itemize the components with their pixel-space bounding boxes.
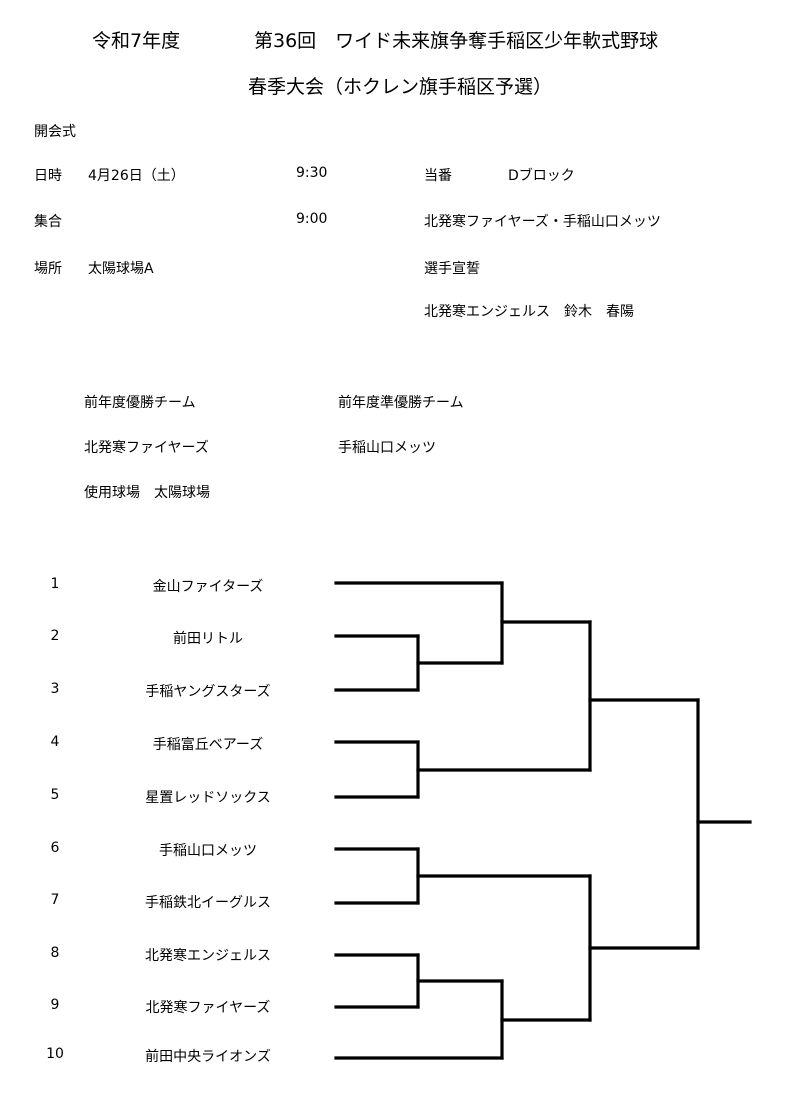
- date-label: 日時: [34, 168, 62, 184]
- seed-number: 3: [50, 681, 60, 697]
- team-name: 手稲ヤングスターズ: [145, 684, 271, 700]
- team-name: 前田リトル: [173, 631, 243, 647]
- seed-number: 5: [50, 787, 60, 803]
- team-name: 星置レッドソックス: [145, 790, 271, 806]
- team-name: 手稲山口メッツ: [159, 843, 257, 859]
- champion-team: 北発寒ファイヤーズ: [84, 440, 209, 456]
- team-name: 金山ファイターズ: [152, 579, 264, 595]
- ceremony-time: 9:30: [296, 165, 328, 181]
- duty-teams: 北発寒ファイヤーズ・手稲山口メッツ: [424, 214, 661, 230]
- gather-time: 9:00: [296, 211, 328, 227]
- oath-label: 選手宣誓: [424, 261, 480, 277]
- team-name: 前田中央ライオンズ: [145, 1049, 271, 1065]
- seed-number: 1: [50, 576, 60, 592]
- seed-number: 9: [50, 997, 60, 1013]
- seed-number: 7: [50, 892, 60, 908]
- runnerup-team: 手稲山口メッツ: [338, 440, 436, 456]
- duty-value: Dブロック: [508, 168, 575, 184]
- runnerup-label: 前年度準優勝チーム: [338, 395, 464, 411]
- seed-number: 8: [50, 945, 60, 961]
- stadium-info: 使用球場 太陽球場: [84, 485, 210, 501]
- place-label: 場所: [34, 261, 62, 277]
- place-value: 太陽球場A: [88, 261, 154, 277]
- team-name: 手稲鉄北イーグルス: [145, 895, 271, 911]
- seed-number: 4: [50, 734, 60, 750]
- ceremony-heading: 開会式: [34, 124, 76, 140]
- date-value: 4月26日（土）: [88, 168, 185, 184]
- team-name: 手稲富丘ベアーズ: [152, 737, 264, 753]
- seed-number: 6: [50, 840, 60, 856]
- page-title: 第36回 ワイド未来旗争奪手稲区少年軟式野球: [254, 30, 659, 52]
- fiscal-year: 令和7年度: [92, 30, 181, 52]
- page-subtitle: 春季大会（ホクレン旗手稲区予選）: [247, 76, 552, 98]
- oath-value: 北発寒エンジェルス 鈴木 春陽: [424, 304, 634, 320]
- duty-label: 当番: [424, 168, 452, 184]
- team-name: 北発寒ファイヤーズ: [145, 1000, 271, 1016]
- seed-number: 2: [50, 628, 60, 644]
- champion-label: 前年度優勝チーム: [84, 395, 196, 411]
- seed-number: 10: [46, 1046, 64, 1062]
- team-name: 北発寒エンジェルス: [145, 948, 271, 964]
- gather-label: 集合: [34, 214, 62, 230]
